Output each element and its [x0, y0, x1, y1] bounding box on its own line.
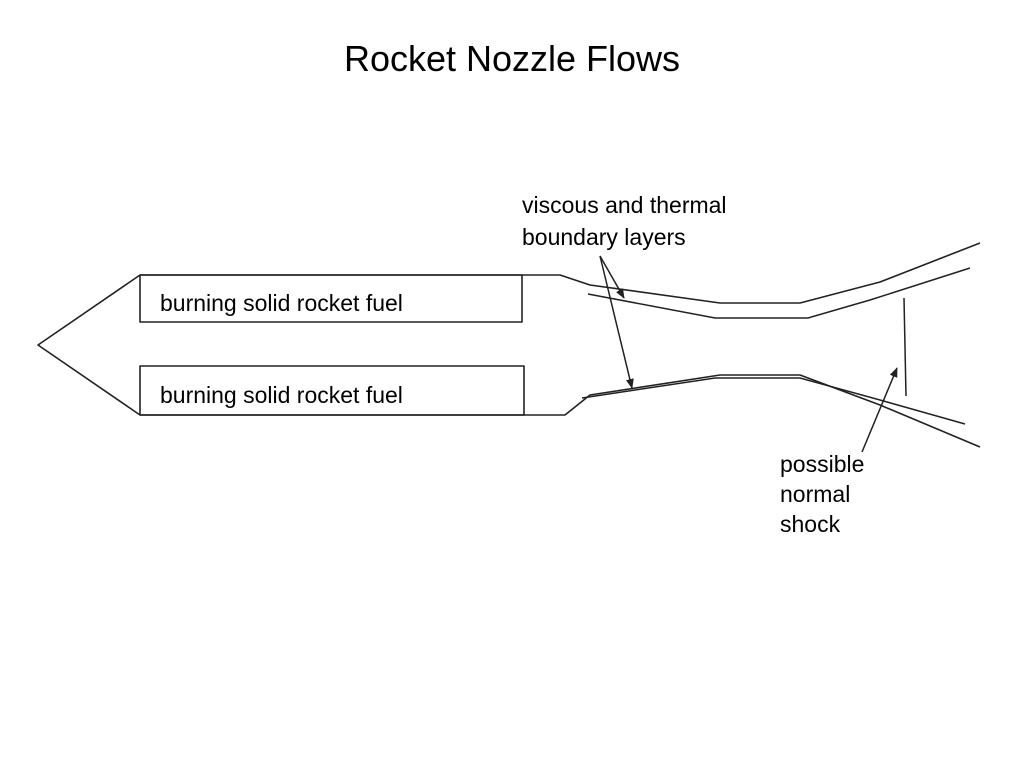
boundary-layer-upper [587, 267, 971, 319]
boundary-layer-label-line1: viscous and thermal [522, 192, 727, 218]
shock-label-line3: shock [780, 511, 841, 537]
page-title: Rocket Nozzle Flows [343, 38, 681, 79]
fuel-grain-lower [139, 365, 525, 416]
boundary-layer-arrow-upper [599, 255, 625, 299]
fuel-grain-upper [139, 274, 523, 323]
shock-arrow [861, 367, 898, 453]
shock-label-line1: possible [780, 451, 864, 477]
normal-shock-line [903, 297, 907, 397]
shock-label-line2: normal [780, 481, 850, 507]
fuel-grain-lower-label: burning solid rocket fuel [160, 382, 403, 408]
rocket-casing-outline [37, 242, 981, 448]
boundary-layer-lower [581, 377, 966, 425]
boundary-layer-label-line2: boundary layers [522, 224, 686, 250]
fuel-grain-upper-label: burning solid rocket fuel [160, 290, 403, 316]
boundary-layer-arrow-lower [599, 255, 634, 389]
